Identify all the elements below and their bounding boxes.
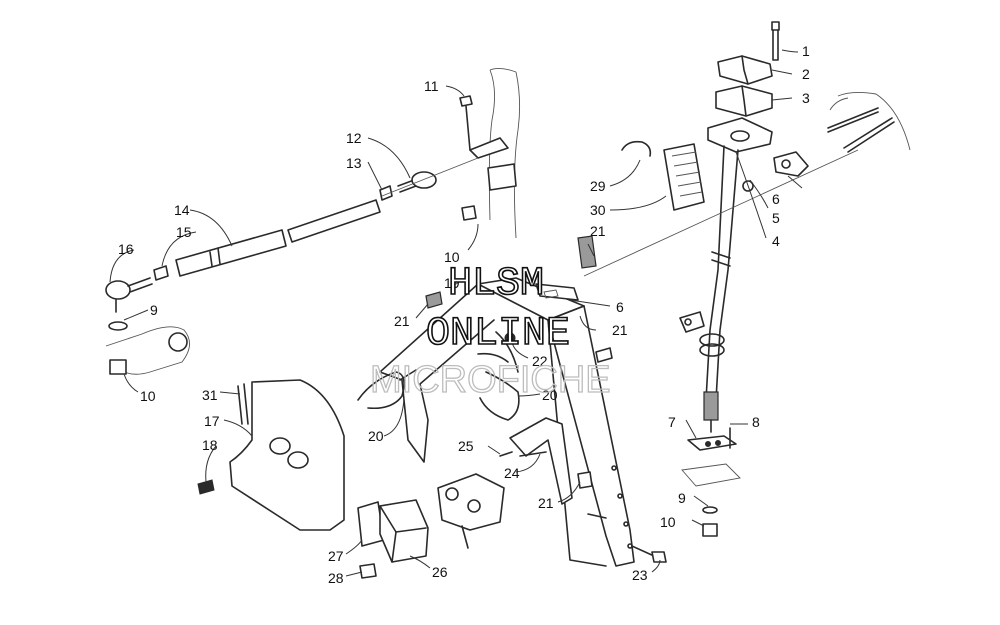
callout-19: 19: [444, 275, 460, 291]
watermark: HLSM ONLINE MICROFICHE: [369, 261, 611, 401]
callout-9-left: 9: [150, 302, 158, 318]
reference-line: [583, 149, 859, 277]
callout-28: 28: [328, 570, 344, 586]
main-frame: [357, 235, 667, 567]
callout-27: 27: [328, 548, 344, 564]
callout-29: 29: [590, 178, 606, 194]
callout-18: 18: [202, 437, 218, 453]
callout-6: 6: [772, 191, 780, 207]
tie-rod-assembly: [105, 171, 437, 375]
callout-10: 10: [660, 514, 676, 530]
callout-10-center: 10: [444, 249, 460, 265]
callout-16: 16: [118, 241, 134, 257]
callout-22: 22: [532, 353, 548, 369]
callout-21-left: 21: [394, 313, 410, 329]
callout-14: 14: [174, 202, 190, 218]
callout-21-top: 21: [590, 223, 606, 239]
callout-21-bottom: 21: [538, 495, 554, 511]
callout-26: 26: [432, 564, 448, 580]
callout-8: 8: [752, 414, 760, 430]
callout-17: 17: [204, 413, 220, 429]
callout-2: 2: [802, 66, 810, 82]
leader-lines: [109, 49, 803, 577]
callout-4: 4: [772, 233, 780, 249]
callout-31: 31: [202, 387, 218, 403]
callout-labels: 1 2 3 6 5 4 7 8 9 10 11 12 13 14 15 16 9…: [118, 43, 810, 586]
shield-plate: [197, 379, 345, 531]
callout-11: 11: [424, 78, 439, 94]
callout-20-right: 20: [542, 387, 558, 403]
callout-21-center: 21: [612, 322, 628, 338]
callout-13: 13: [346, 155, 362, 171]
watermark-line1: HLSM: [448, 262, 544, 307]
callout-30: 30: [590, 202, 606, 218]
callout-20-left: 20: [368, 428, 384, 444]
callout-25: 25: [458, 438, 474, 454]
watermark-line3: MICROFICHE: [370, 359, 611, 401]
steering-column: [679, 21, 911, 537]
callout-15: 15: [176, 224, 192, 240]
callout-23: 23: [632, 567, 648, 583]
callout-6-center: 6: [616, 299, 624, 315]
callout-5: 5: [772, 210, 780, 226]
module-box: [357, 473, 505, 579]
callout-7: 7: [668, 414, 676, 430]
callout-1: 1: [802, 43, 810, 59]
callout-9: 9: [678, 490, 686, 506]
foam-pad: [621, 140, 705, 211]
callout-12: 12: [346, 130, 362, 146]
watermark-line2: ONLINE: [426, 312, 570, 357]
callout-10-left: 10: [140, 388, 156, 404]
upper-post: [459, 67, 521, 239]
callout-3: 3: [802, 90, 810, 106]
reference-line: [381, 157, 479, 197]
callout-24: 24: [504, 465, 520, 481]
